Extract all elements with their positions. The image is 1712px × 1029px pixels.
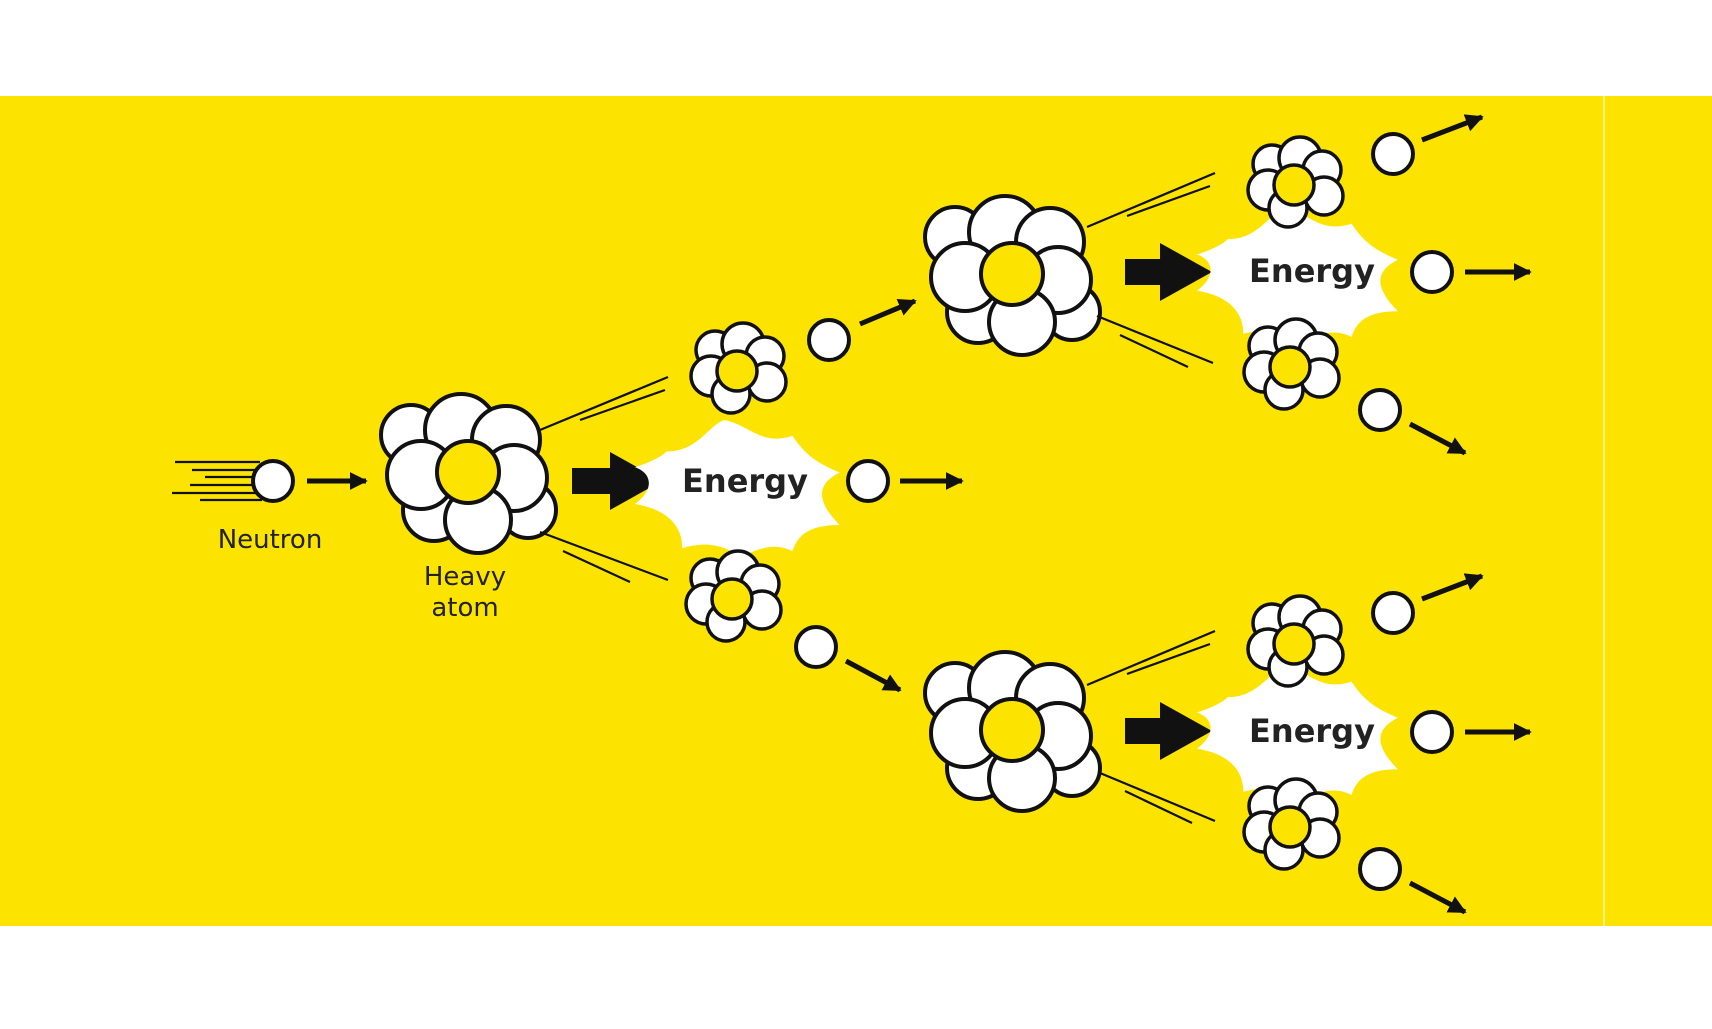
energy-label-1: Energy	[682, 462, 808, 500]
yellow-band	[0, 96, 1712, 926]
arrow-icon	[1408, 421, 1467, 456]
heavy-atom-icon	[923, 650, 1102, 813]
heavy-atom-label-line1: Heavy	[424, 562, 506, 592]
neutron-icon	[794, 625, 838, 669]
arrow-icon	[859, 298, 917, 327]
fission-split-lines	[539, 375, 669, 583]
big-arrow-icon	[1125, 243, 1212, 301]
neutron-icon	[1410, 710, 1454, 754]
neutron-icon	[1371, 132, 1415, 176]
arrow-icon	[1421, 573, 1484, 602]
big-arrow-icon	[572, 452, 662, 510]
neutron-icon	[807, 318, 851, 362]
heavy-atom-icon	[923, 194, 1102, 357]
arrow-icon	[1421, 114, 1484, 143]
neutron-icon	[251, 459, 295, 503]
neutron-speed-lines	[172, 460, 262, 502]
fission-split-lines	[1086, 629, 1216, 824]
arrow-icon	[844, 658, 902, 693]
neutron-icon	[846, 459, 890, 503]
energy-label-3: Energy	[1249, 712, 1375, 750]
neutron-icon	[1371, 591, 1415, 635]
neutron-icon	[1358, 388, 1402, 432]
neutron-icon	[1358, 847, 1402, 891]
arrow-icon	[1408, 880, 1467, 915]
big-arrow-icon	[1125, 702, 1212, 760]
heavy-atom-label-line2: atom	[431, 593, 498, 623]
neutron-label: Neutron	[218, 525, 323, 555]
fission-split-lines	[1086, 171, 1216, 368]
neutron-icon	[1410, 250, 1454, 294]
energy-label-2: Energy	[1249, 252, 1375, 290]
heavy-atom-icon	[379, 392, 558, 555]
